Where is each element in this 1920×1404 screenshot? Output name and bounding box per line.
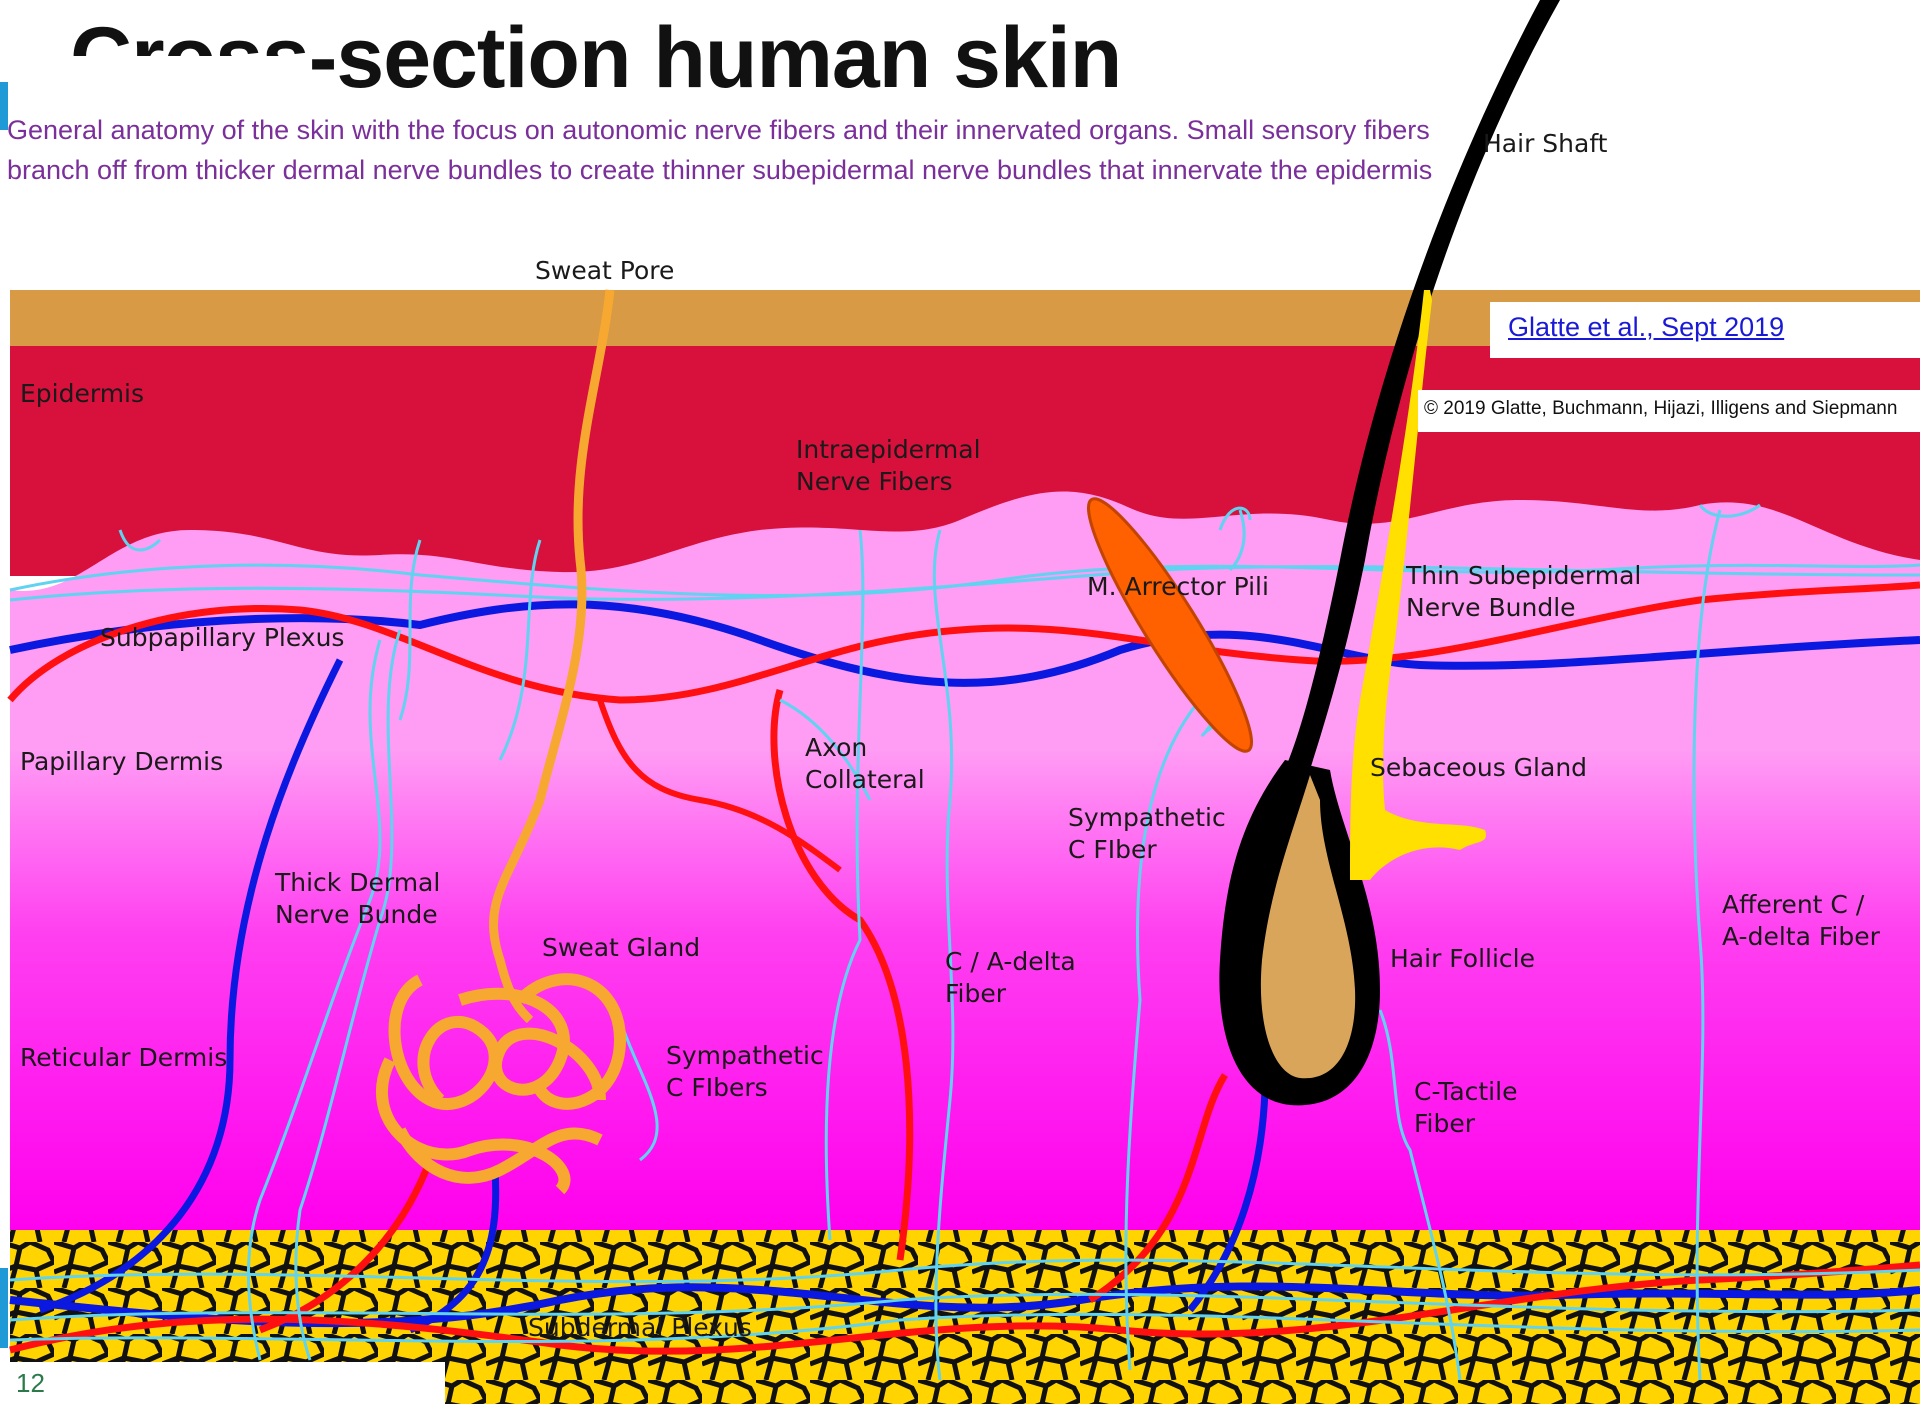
label-thick-bundle-2: Nerve Bunde bbox=[275, 900, 438, 929]
page-number: 12 bbox=[16, 1368, 45, 1399]
label-epidermis: Epidermis bbox=[20, 379, 144, 408]
label-sweat-pore: Sweat Pore bbox=[535, 256, 674, 285]
label-subdermal-plexus: Subdermal Plexus bbox=[528, 1313, 752, 1342]
label-afferent-1: Afferent C / bbox=[1722, 890, 1865, 919]
label-c-adelta-1: C / A-delta bbox=[945, 947, 1076, 976]
label-axon-collateral-2: Collateral bbox=[805, 765, 925, 794]
label-afferent-2: A-delta Fiber bbox=[1722, 922, 1881, 951]
label-c-adelta-2: Fiber bbox=[945, 979, 1007, 1008]
label-sympathetic-c-fiber-2: C FIber bbox=[1068, 835, 1157, 864]
copyright-text: © 2019 Glatte, Buchmann, Hijazi, Illigen… bbox=[1424, 398, 1914, 420]
label-sympathetic-c-fibers-2: C FIbers bbox=[666, 1073, 768, 1102]
papillary-dermis bbox=[10, 491, 1920, 1230]
label-thick-bundle-1: Thick Dermal bbox=[274, 868, 440, 897]
label-intraepidermal-2: Nerve Fibers bbox=[796, 467, 953, 496]
label-papillary-dermis: Papillary Dermis bbox=[20, 747, 223, 776]
label-sebaceous-gland: Sebaceous Gland bbox=[1370, 753, 1587, 782]
label-hair-shaft: Hair Shaft bbox=[1483, 129, 1608, 158]
label-c-tactile-2: Fiber bbox=[1414, 1109, 1476, 1138]
label-c-tactile-1: C-Tactile bbox=[1414, 1077, 1517, 1106]
accent-bar-bottom bbox=[0, 1268, 8, 1348]
label-sweat-gland: Sweat Gland bbox=[542, 933, 700, 962]
label-reticular-dermis: Reticular Dermis bbox=[20, 1043, 227, 1072]
label-axon-collateral-1: Axon bbox=[805, 733, 867, 762]
page-mask-left bbox=[0, 1362, 445, 1404]
label-sympathetic-c-fibers-1: Sympathetic bbox=[666, 1041, 824, 1070]
label-thin-bundle-2: Nerve Bundle bbox=[1406, 593, 1576, 622]
label-arrector-pili: M. Arrector Pili bbox=[1087, 572, 1269, 601]
label-hair-follicle: Hair Follicle bbox=[1390, 944, 1535, 973]
label-sympathetic-c-fiber-1: Sympathetic bbox=[1068, 803, 1226, 832]
label-subpapillary-plexus: Subpapillary Plexus bbox=[100, 623, 344, 652]
label-thin-bundle-1: Thin Subepidermal bbox=[1405, 561, 1641, 590]
label-intraepidermal-1: Intraepidermal bbox=[796, 435, 981, 464]
citation-link[interactable]: Glatte et al., Sept 2019 bbox=[1508, 312, 1784, 343]
